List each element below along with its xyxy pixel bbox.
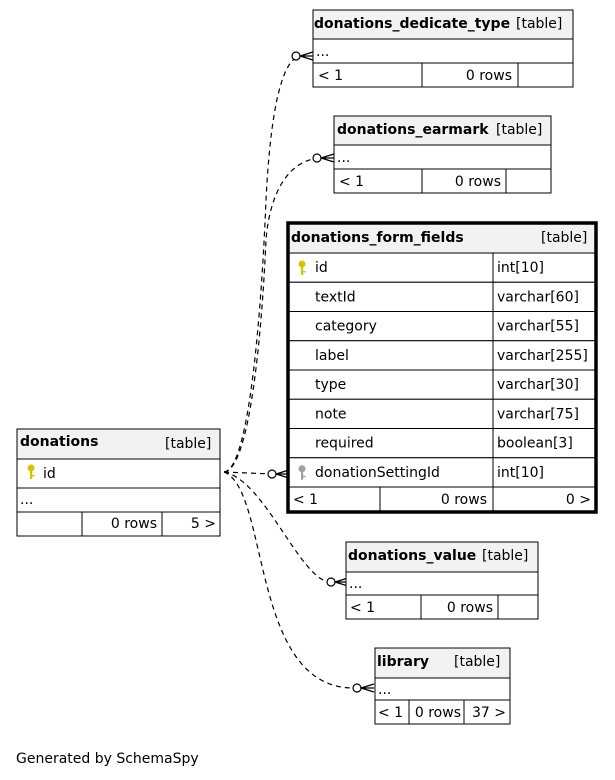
column-type: varchar[255] — [497, 348, 588, 364]
table-title: donations_value — [348, 548, 476, 564]
foreign-key-icon — [298, 465, 306, 480]
parents-count: < 1 — [339, 174, 364, 190]
table-title: library — [377, 654, 429, 670]
edge-donations-to-dedicate-type — [223, 55, 301, 473]
column-ellipsis: ... — [349, 576, 362, 592]
table-tag: [table] — [541, 230, 587, 246]
key-icon — [27, 464, 35, 479]
column-name: type — [315, 377, 346, 393]
table-tag: [table] — [454, 654, 500, 670]
column-ellipsis: ... — [316, 44, 329, 60]
column-name: textId — [315, 289, 356, 305]
table-row: label varchar[255] — [287, 340, 597, 371]
column-name: donationSettingId — [315, 465, 440, 481]
table-title: donations_dedicate_type — [314, 16, 510, 32]
column-ellipsis: ... — [20, 492, 33, 508]
row-count: 0 rows — [447, 600, 493, 616]
focus-outline — [286, 221, 598, 514]
table-donations-value[interactable]: donations_value [table] ... < 1 0 rows — [345, 541, 539, 620]
row-count: 0 rows — [466, 68, 512, 84]
table-tag: [table] — [165, 436, 211, 452]
crows-foot-marker — [320, 153, 335, 163]
table-tag: [table] — [496, 122, 542, 138]
table-row: id int[10] — [287, 252, 597, 283]
column-ellipsis: ... — [337, 150, 350, 166]
children-count: 37 > — [472, 705, 506, 721]
table-tag: [table] — [482, 548, 528, 564]
schemaspy-footer: Generated by SchemaSpy — [16, 751, 199, 767]
table-donations-form-fields[interactable]: donations_form_fields [table] id int[10] t… — [286, 221, 598, 514]
optional-marker — [267, 469, 277, 479]
edge-donations-to-library — [223, 471, 356, 689]
table-donations[interactable]: donations [table] id ... 0 rows 5 > — [16, 428, 221, 537]
column-type: int[10] — [497, 260, 544, 276]
edge-donations-to-form-fields — [223, 471, 273, 475]
table-title: donations — [20, 434, 98, 450]
optional-marker — [326, 577, 336, 587]
column-type: varchar[30] — [497, 377, 579, 393]
table-row: type varchar[30] — [287, 369, 597, 400]
table-donations-dedicate-type[interactable]: donations_dedicate_type [table] ... < 1 … — [312, 9, 574, 88]
row-count: 0 rows — [415, 705, 461, 721]
relationship-edges — [223, 51, 375, 693]
table-title: donations_form_fields — [291, 230, 464, 246]
table-row: textId varchar[60] — [287, 281, 597, 312]
column-name: id — [315, 260, 328, 276]
row-count: 0 rows — [111, 516, 157, 532]
column-name: required — [315, 436, 374, 452]
optional-marker — [291, 51, 301, 61]
parents-count: < 1 — [378, 705, 403, 721]
children-count: 0 > — [566, 492, 591, 508]
row-count: 0 rows — [441, 492, 487, 508]
edge-donations-to-value — [223, 471, 331, 583]
column-name: label — [315, 348, 349, 364]
parents-count: < 1 — [318, 68, 343, 84]
children-count: 5 > — [191, 516, 216, 532]
column-type: int[10] — [497, 465, 544, 481]
row-count: 0 rows — [455, 174, 501, 190]
optional-marker — [312, 153, 322, 163]
table-library[interactable]: library [table] ... < 1 0 rows 37 > — [374, 647, 511, 725]
primary-key-icon — [298, 260, 306, 275]
column-name: id — [43, 466, 56, 482]
parents-count: < 1 — [350, 600, 375, 616]
table-row: donationSettingId int[10] — [287, 457, 597, 488]
column-type: varchar[60] — [497, 289, 579, 305]
column-type: varchar[75] — [497, 406, 579, 422]
table-row: category varchar[55] — [287, 311, 597, 342]
crows-foot-marker — [299, 51, 314, 61]
table-tag: [table] — [516, 16, 562, 32]
optional-marker — [352, 683, 362, 693]
parents-count: < 1 — [293, 492, 318, 508]
table-row: note varchar[75] — [287, 398, 597, 429]
column-ellipsis: ... — [378, 682, 391, 698]
column-type: boolean[3] — [497, 436, 573, 452]
table-donations-earmark[interactable]: donations_earmark [table] ... < 1 0 rows — [333, 115, 552, 194]
column-name: category — [315, 319, 377, 335]
table-row: required boolean[3] — [287, 428, 597, 459]
column-rows: id int[10] textId varchar[60] category varcha… — [287, 252, 597, 488]
column-type: varchar[55] — [497, 319, 579, 335]
crows-foot-marker — [360, 683, 375, 693]
column-name: note — [315, 406, 347, 422]
table-title: donations_earmark — [337, 122, 489, 138]
